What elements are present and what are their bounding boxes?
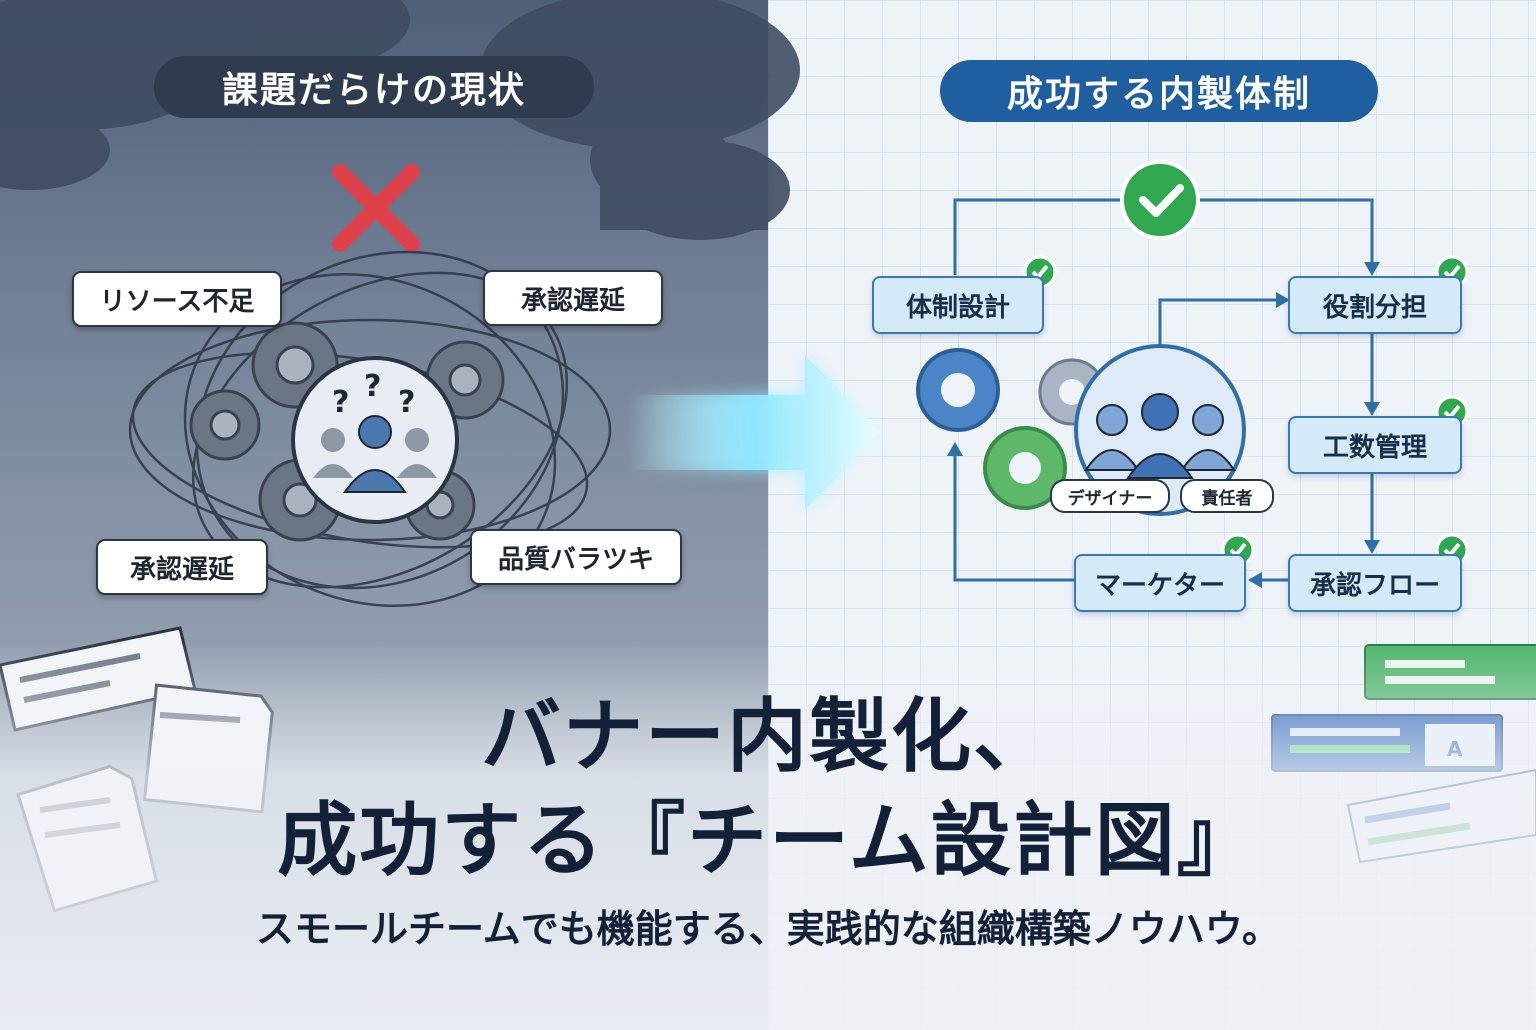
- storm-clouds: [0, 0, 800, 240]
- main-title-line-1: バナー内製化、: [481, 690, 1055, 783]
- cross-icon: [332, 164, 420, 252]
- tag-quality-variance: 品質バラツキ: [470, 529, 682, 585]
- transition-arrow: [630, 355, 880, 510]
- node-role-assignment: 役割分担: [1288, 276, 1462, 334]
- confused-team-icon: ? ? ?: [291, 356, 459, 524]
- bottom-fade: [0, 640, 1536, 1030]
- node-structure-design: 体制設計: [872, 276, 1044, 334]
- team-icon: [1074, 344, 1246, 516]
- svg-text:?: ?: [398, 385, 415, 420]
- node-approval-flow: 承認フロー: [1288, 554, 1462, 612]
- right-heading: 成功する内製体制: [940, 60, 1378, 122]
- tag-resource-shortage: リソース不足: [72, 271, 282, 327]
- node-marketer: マーケター: [1074, 554, 1246, 612]
- flow-connectors: [953, 198, 1374, 582]
- flow-arrowheads: [947, 262, 1380, 588]
- gear-icon-blue: [916, 348, 1106, 510]
- left-heading: 課題だらけの現状: [154, 56, 594, 118]
- node-effort-management: 工数管理: [1288, 416, 1462, 474]
- svg-text:?: ?: [332, 385, 349, 420]
- subtitle: スモールチームでも機能する、実践的な組織構築ノウハウ。: [255, 907, 1281, 951]
- tag-approval-delay: 承認遅延: [483, 270, 663, 326]
- check-icon: [1120, 160, 1200, 240]
- main-title-line-2: 成功する『チーム設計図』: [277, 794, 1259, 887]
- tag-approval-delay-2: 承認遅延: [96, 539, 268, 595]
- label-manager: 責任者: [1180, 479, 1274, 513]
- label-designer: デザイナー: [1050, 479, 1170, 513]
- svg-text:?: ?: [364, 369, 381, 404]
